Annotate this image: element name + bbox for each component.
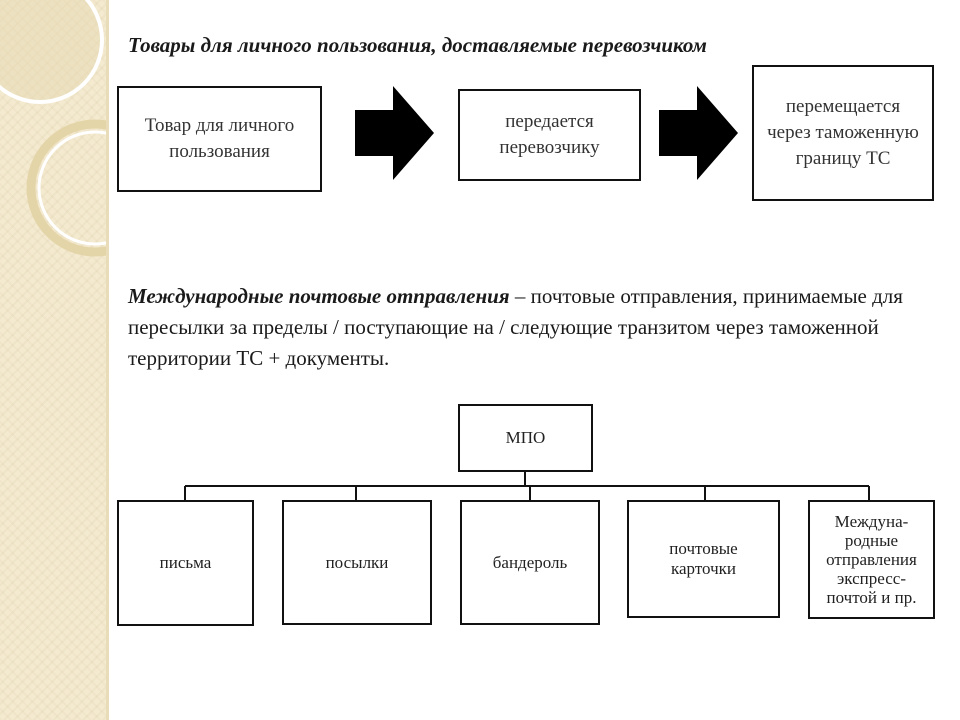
- flow-step-carrier: передается перевозчику: [458, 89, 641, 181]
- page-title: Товары для личного пользования, доставля…: [128, 33, 707, 57]
- tree-node-letters: письма: [117, 500, 254, 626]
- tree-root-label: МПО: [505, 428, 546, 447]
- tree-node-label: бандероль: [492, 552, 568, 572]
- tree-node-label: письма: [159, 553, 212, 572]
- tree-root-mpo: МПО: [458, 404, 593, 472]
- flow-arrow-icon: [659, 86, 738, 180]
- decorative-rings: [0, 0, 106, 300]
- tree-node-label: Междуна-родные отправления экспресс-почт…: [826, 512, 917, 607]
- tree-node-express-mail: Междуна-родные отправления экспресс-почт…: [808, 500, 935, 619]
- flow-step-personal-goods: Товар для личного пользования: [117, 86, 322, 192]
- flow-step-label: перемещается через таможенную границу ТС: [767, 96, 919, 169]
- side-panel-edge: [106, 0, 109, 720]
- flow-step-customs-border: перемещается через таможенную границу ТС: [752, 65, 934, 201]
- tree-node-small-packet: бандероль: [460, 500, 600, 625]
- definition-paragraph: Международные почтовые отправления – поч…: [128, 281, 948, 374]
- flow-step-label: передается перевозчику: [499, 111, 600, 158]
- tree-node-parcels: посылки: [282, 500, 432, 625]
- tree-node-postcards: почтовые карточки: [627, 500, 780, 618]
- flow-step-label: Товар для личного пользования: [144, 115, 295, 162]
- definition-text: – почтовые отправления, принимаемые для …: [128, 284, 903, 370]
- flow-arrow-icon: [355, 86, 434, 180]
- definition-term: Международные почтовые отправления: [128, 284, 510, 308]
- tree-node-label: почтовые карточки: [669, 539, 738, 578]
- tree-node-label: посылки: [325, 552, 389, 572]
